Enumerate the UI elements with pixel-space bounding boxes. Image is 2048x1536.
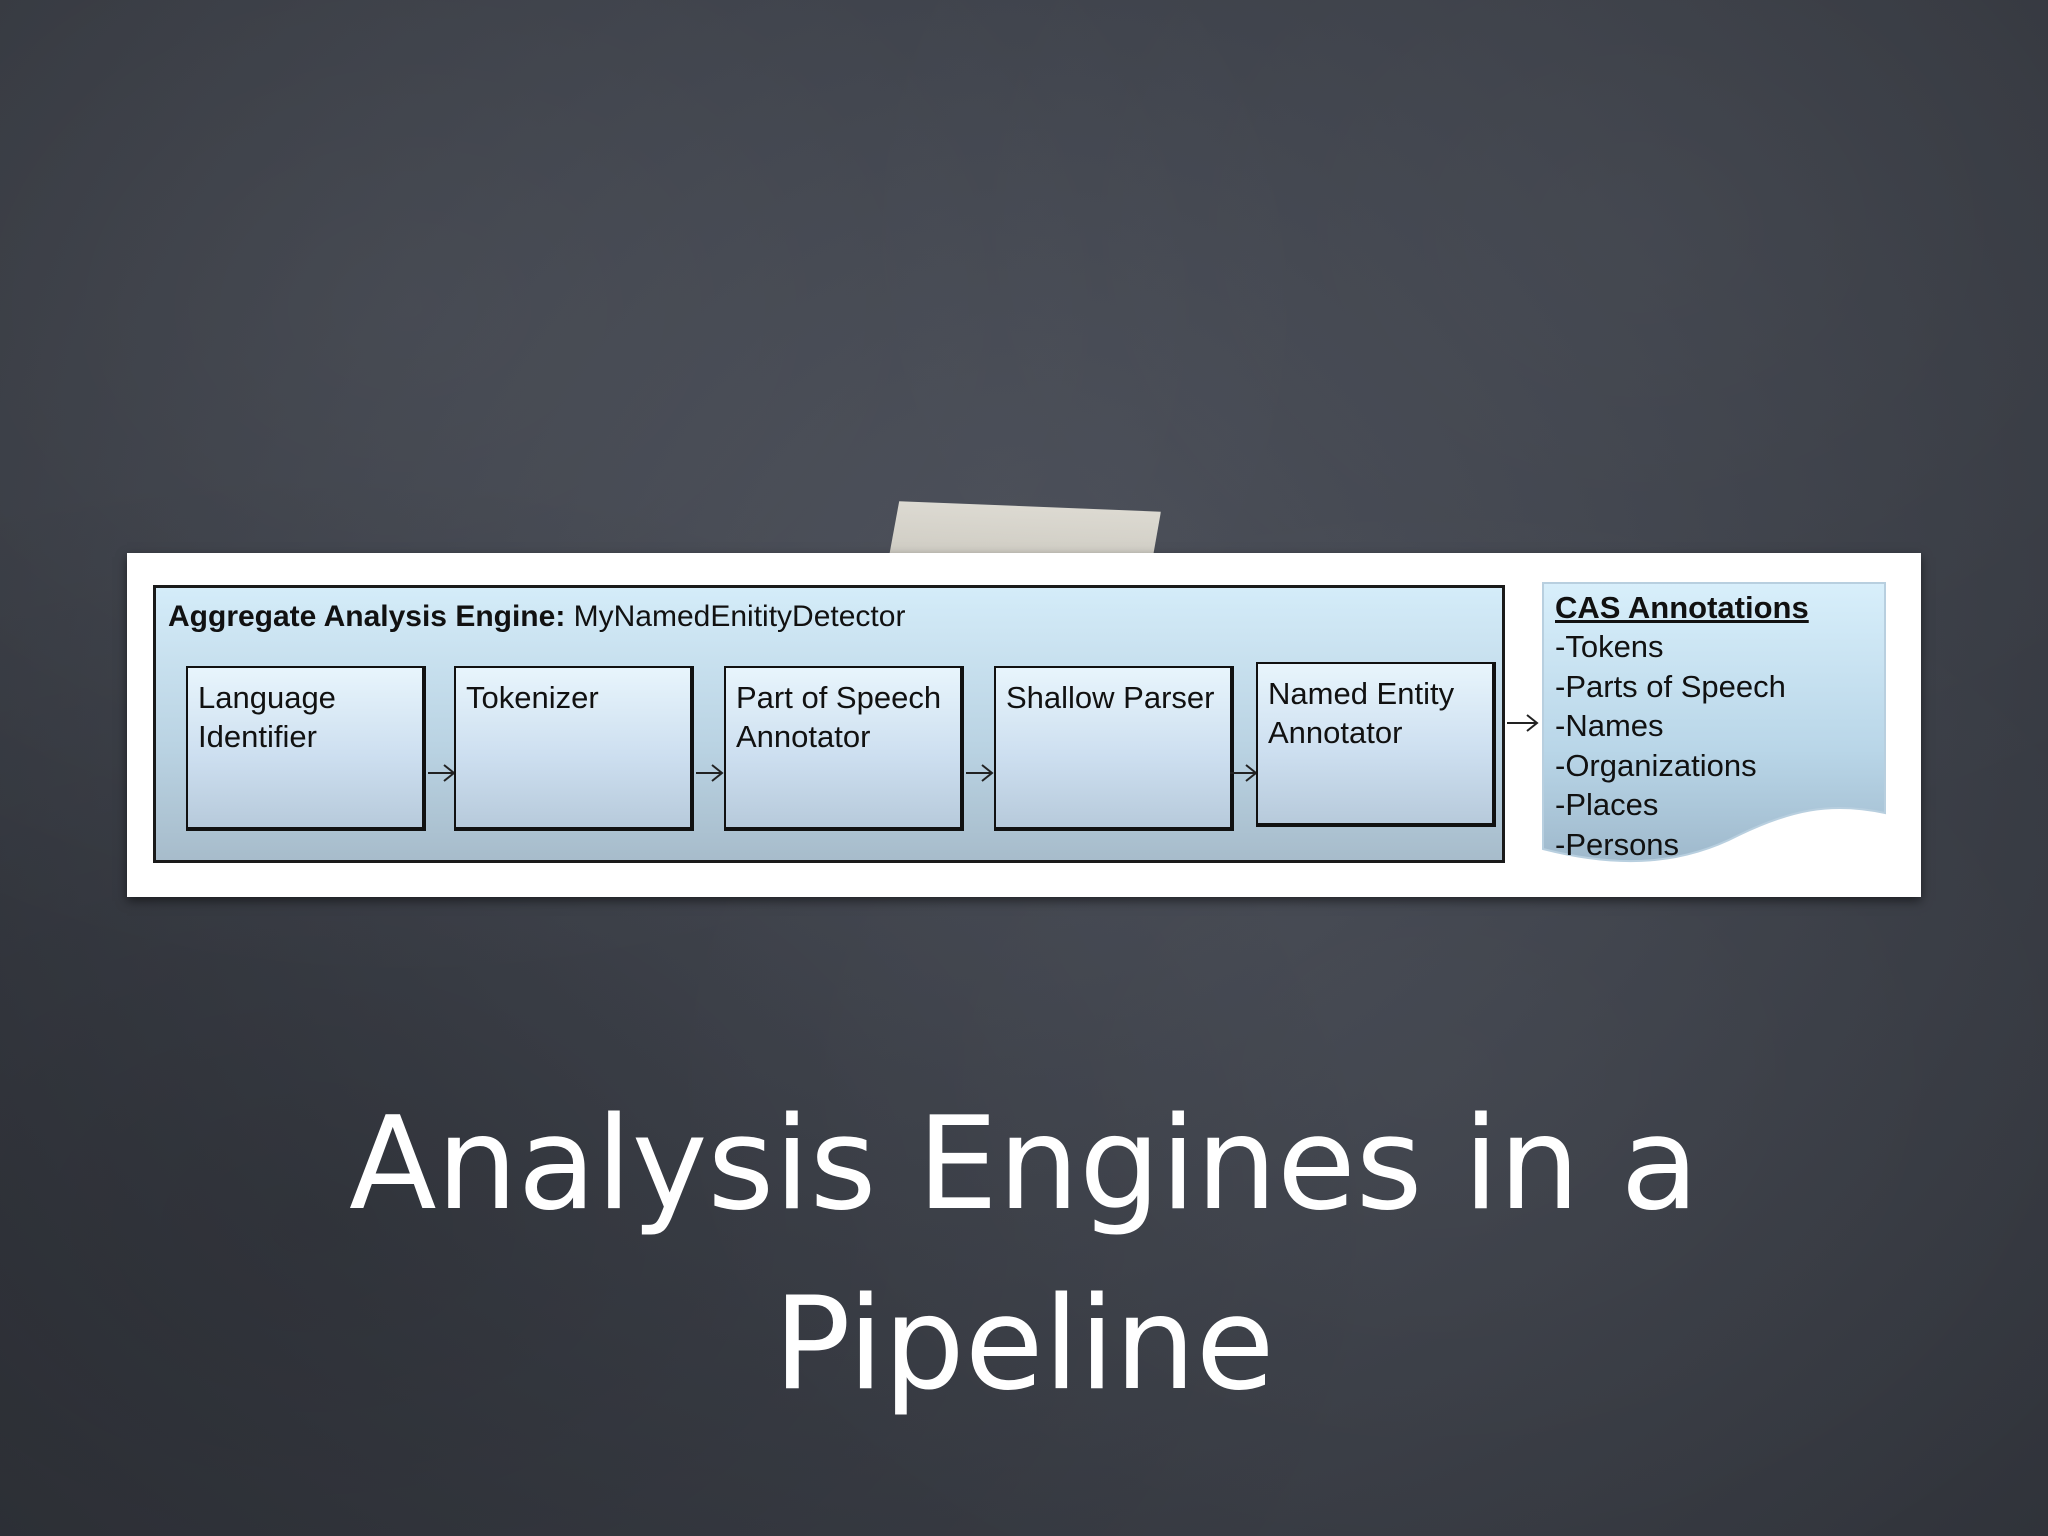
arrow-icon [966,764,994,782]
aggregate-engine-label: Aggregate Analysis Engine: [168,600,566,633]
cas-item-places: -Places [1555,787,1659,822]
arrow-icon [1230,764,1258,782]
aggregate-engine-name: MyNamedEnitityDetector [573,600,906,633]
cas-item-names: -Names [1555,708,1664,743]
cas-item-parts-of-speech: -Parts of Speech [1555,668,1786,704]
cas-annotations-text: CAS Annotations -Tokens -Parts of Speech… [1555,589,1809,864]
aggregate-engine-box: Aggregate Analysis Engine: MyNamedEnitit… [153,585,1505,863]
cas-item-persons: -Persons [1555,826,1680,862]
stage-named-entity-annotator: Named Entity Annotator [1256,662,1496,827]
document-shape-icon [1542,582,1886,863]
arrow-icon [1507,714,1539,732]
stage-language-identifier: Language Identifier [186,666,426,831]
cas-annotations-title: CAS Annotations [1555,590,1809,625]
cas-annotations-document: CAS Annotations -Tokens -Parts of Speech… [1539,579,1889,869]
cas-item-organizations: -Organizations [1555,747,1757,783]
cas-item-tokens: -Tokens [1555,629,1664,664]
arrow-icon [696,764,724,782]
stage-part-of-speech-annotator: Part of Speech Annotator [724,666,964,831]
slide-title: Analysis Engines in a Pipeline [349,1090,1699,1419]
stage-tokenizer: Tokenizer [454,666,694,831]
stage-shallow-parser: Shallow Parser [994,666,1234,831]
arrow-icon [428,764,456,782]
diagram-card: Aggregate Analysis Engine: MyNamedEnitit… [127,553,1921,897]
aggregate-engine-title: Aggregate Analysis Engine: MyNamedEnitit… [168,600,905,634]
